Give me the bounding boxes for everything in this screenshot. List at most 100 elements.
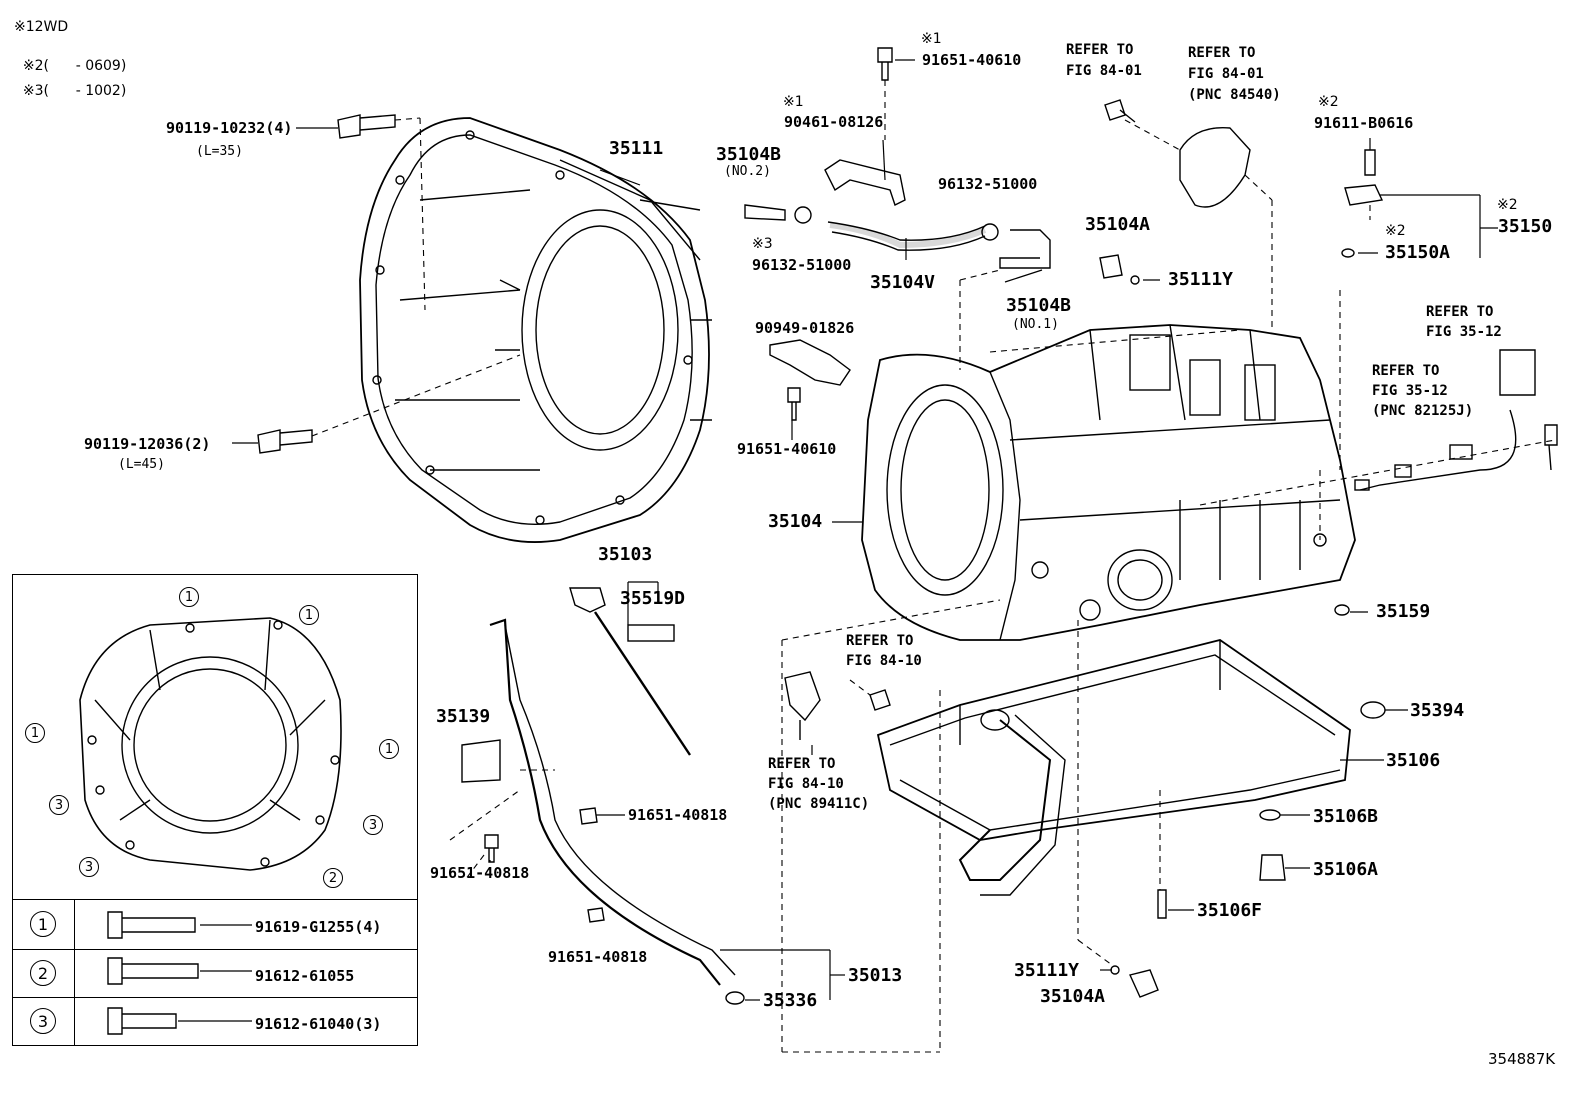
refer-fig-84-01-b[interactable]: REFER TO FIG 84-01 (PNC 84540) <box>1188 43 1281 106</box>
bolt-key-3: 3 <box>30 1008 56 1034</box>
label-35394[interactable]: 35394 <box>1410 700 1465 721</box>
callout-1: 1 <box>379 739 399 759</box>
refer-line: REFER TO <box>1066 42 1134 58</box>
bolt-key-cell: 1 <box>13 900 75 949</box>
label-35104[interactable]: 35104 <box>768 511 823 532</box>
bolt-key-cell: 2 <box>13 950 75 997</box>
small-parts <box>107 47 1558 1035</box>
label-35104B-no2-sub: (NO.2) <box>724 164 771 179</box>
label-35150A[interactable]: 35150A <box>1385 242 1451 263</box>
note-mark: ※1 <box>14 19 35 35</box>
inset-bolt-panel: 1 1 1 1 2 3 3 3 1 91619-G1255(4) 2 91612… <box>12 574 418 1046</box>
bolt-row-1: 1 91619-G1255(4) <box>13 899 417 949</box>
label-35159[interactable]: 35159 <box>1376 601 1431 622</box>
mark-2-bolt: ※2 <box>1318 94 1339 110</box>
refer-line: (PNC 84540) <box>1188 87 1281 103</box>
oil-pan-35106 <box>876 639 1351 896</box>
label-35139[interactable]: 35139 <box>436 706 491 727</box>
bolt-key-1: 1 <box>30 911 56 937</box>
refer-fig-35-12-a[interactable]: REFER TO FIG 35-12 <box>1426 302 1502 342</box>
label-35111Y-bottom[interactable]: 35111Y <box>1014 960 1080 981</box>
figure-id: 354887K <box>1488 1050 1556 1068</box>
refer-line: FIG 84-01 <box>1066 63 1142 79</box>
label-91651-40818-c[interactable]: 91651-40818 <box>548 948 648 966</box>
callout-1: 1 <box>25 723 45 743</box>
callout-3: 3 <box>49 795 69 815</box>
refer-line: FIG 84-10 <box>846 653 922 669</box>
label-96132-51000-left[interactable]: 96132-51000 <box>752 256 852 274</box>
refer-line: REFER TO <box>1372 363 1440 379</box>
label-35336[interactable]: 35336 <box>763 990 818 1011</box>
mark-1-top: ※1 <box>921 31 942 47</box>
refer-line: FIG 35-12 <box>1372 383 1448 399</box>
bolt-row-3: 3 91612-61040(3) <box>13 997 417 1045</box>
label-35106B[interactable]: 35106B <box>1313 806 1379 827</box>
note-1002: ※3( - 1002) <box>14 70 126 98</box>
note-mark: ※3 <box>22 83 44 99</box>
bell-housing-35111 <box>359 117 712 543</box>
label-35104B-no1-sub: (NO.1) <box>1012 317 1059 332</box>
label-91651-40610-top[interactable]: 91651-40610 <box>922 51 1022 69</box>
note-text: 2WD <box>34 19 69 35</box>
refer-fig-84-01-a[interactable]: REFER TO FIG 84-01 <box>1066 40 1142 82</box>
refer-line: REFER TO <box>846 633 914 649</box>
mark-3: ※3 <box>752 236 773 252</box>
bolt-row-2: 2 91612-61055 <box>13 949 417 997</box>
callout-1: 1 <box>179 587 199 607</box>
refer-fig-84-10-a[interactable]: REFER TO FIG 84-10 <box>846 631 922 671</box>
inset-housing <box>79 617 342 871</box>
label-90119-10232-length: (L=35) <box>196 144 243 159</box>
refer-line: REFER TO <box>1426 304 1494 320</box>
label-91651-40818-a[interactable]: 91651-40818 <box>628 806 728 824</box>
label-35106A[interactable]: 35106A <box>1313 859 1379 880</box>
callout-2: 2 <box>323 868 343 888</box>
label-35103[interactable]: 35103 <box>598 544 653 565</box>
note-0609: ※2( - 0609) <box>14 45 126 73</box>
label-35104B-no1[interactable]: 35104B <box>1006 295 1072 316</box>
label-35111[interactable]: 35111 <box>609 138 664 159</box>
note-text: ( - 1002) <box>43 83 127 99</box>
bolt-key-cell: 3 <box>13 998 75 1045</box>
mark-2-35150: ※2 <box>1497 197 1518 213</box>
refer-line: FIG 84-01 <box>1188 66 1264 82</box>
label-35104A-top[interactable]: 35104A <box>1085 214 1151 235</box>
mark-2-35150A: ※2 <box>1385 223 1406 239</box>
label-35013[interactable]: 35013 <box>848 965 903 986</box>
label-35104V[interactable]: 35104V <box>870 272 936 293</box>
refer-line: (PNC 89411C) <box>768 796 870 812</box>
label-90461-08126[interactable]: 90461-08126 <box>784 113 884 131</box>
label-35104B-no2[interactable]: 35104B <box>716 144 782 165</box>
refer-fig-35-12-b[interactable]: REFER TO FIG 35-12 (PNC 82125J) <box>1372 361 1473 421</box>
label-35106F[interactable]: 35106F <box>1197 900 1263 921</box>
label-35150[interactable]: 35150 <box>1498 216 1553 237</box>
mark-1-bracket: ※1 <box>783 94 804 110</box>
refer-line: (PNC 82125J) <box>1372 403 1474 419</box>
dashed-leaders <box>311 80 1556 1053</box>
callout-1: 1 <box>299 605 319 625</box>
refer-fig-84-10-b[interactable]: REFER TO FIG 84-10 (PNC 89411C) <box>768 754 869 814</box>
refer-line: FIG 84-10 <box>768 776 844 792</box>
bolt-part-91619-G1255[interactable]: 91619-G1255(4) <box>255 918 382 936</box>
bolt-part-91612-61040[interactable]: 91612-61040(3) <box>255 1015 382 1033</box>
label-90119-12036[interactable]: 90119-12036(2) <box>84 435 211 453</box>
leader-lines <box>178 59 1498 1022</box>
bolt-key-2: 2 <box>30 960 56 986</box>
label-35104A-bottom[interactable]: 35104A <box>1040 986 1106 1007</box>
label-90949-01826[interactable]: 90949-01826 <box>755 319 855 337</box>
label-90119-10232[interactable]: 90119-10232(4) <box>166 119 293 137</box>
label-35111Y-top[interactable]: 35111Y <box>1168 269 1234 290</box>
note-2wd: ※12WD <box>14 20 68 34</box>
label-35106[interactable]: 35106 <box>1386 750 1441 771</box>
label-91651-40818-b[interactable]: 91651-40818 <box>430 864 530 882</box>
label-35519D[interactable]: 35519D <box>620 588 686 609</box>
label-96132-51000-right[interactable]: 96132-51000 <box>938 175 1038 193</box>
callout-3: 3 <box>363 815 383 835</box>
bolt-part-91612-61055[interactable]: 91612-61055 <box>255 967 355 985</box>
note-text: ( - 0609) <box>43 58 127 74</box>
label-90119-12036-length: (L=45) <box>118 457 165 472</box>
label-91611-B0616[interactable]: 91611-B0616 <box>1314 114 1414 132</box>
refer-line: REFER TO <box>768 756 836 772</box>
label-91651-40610-mid[interactable]: 91651-40610 <box>737 440 837 458</box>
